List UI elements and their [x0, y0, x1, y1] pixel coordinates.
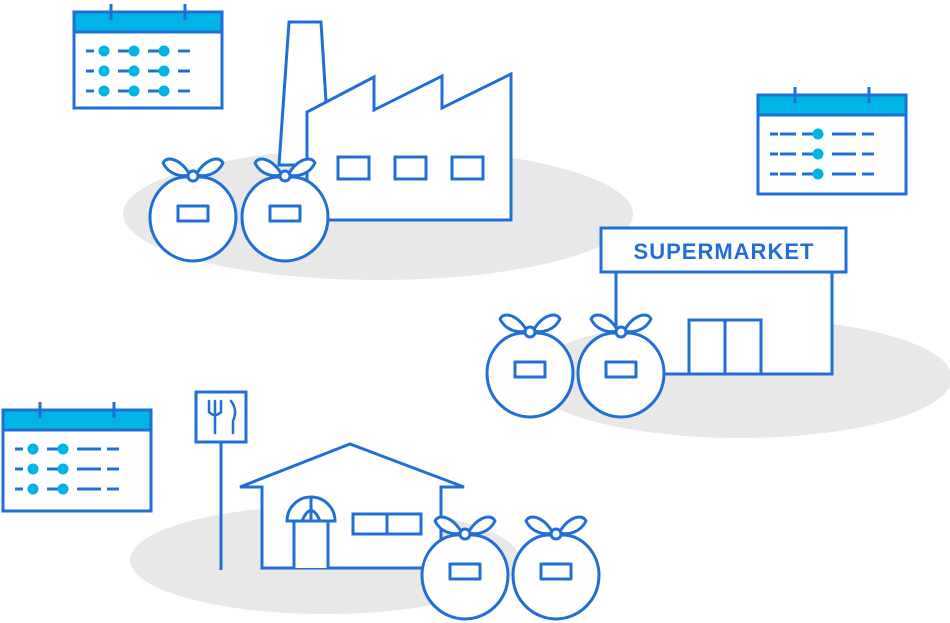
calendar-factory	[72, 4, 224, 110]
calendar-supermarket	[756, 87, 908, 196]
calendar-mark	[27, 443, 39, 455]
calendar-mark	[158, 85, 170, 97]
trash-bag	[420, 515, 510, 621]
calendar-mark	[57, 483, 69, 495]
fork-knife-icon	[207, 399, 237, 435]
trash-bag	[511, 515, 601, 621]
calendar-mark	[158, 45, 170, 57]
calendar-mark	[57, 443, 69, 455]
trash-bag	[240, 157, 330, 263]
factory-window	[393, 155, 428, 181]
calendar-mark	[128, 65, 140, 77]
calendar-mark	[158, 65, 170, 77]
factory-window	[450, 155, 485, 181]
calendar-mark	[27, 483, 39, 495]
restaurant	[194, 390, 465, 570]
supermarket-sign	[599, 226, 848, 274]
calendar-header	[72, 10, 224, 34]
restaurant-awning	[285, 495, 337, 523]
calendar-mark	[98, 45, 110, 57]
factory-window	[336, 155, 371, 181]
calendars	[1, 4, 908, 513]
factory	[277, 20, 513, 222]
calendar-mark	[812, 168, 824, 180]
trash-bag	[485, 313, 575, 419]
supermarket-sign-text: SUPERMARKET	[634, 239, 815, 264]
calendar-mark	[27, 463, 39, 475]
trash-bags	[148, 157, 666, 621]
factory-building	[305, 71, 513, 222]
calendar-mark	[812, 128, 824, 140]
trash-bag	[576, 313, 666, 419]
calendar-mark	[98, 65, 110, 77]
restaurant-sign-board	[194, 390, 248, 444]
calendar-header	[756, 93, 908, 117]
trash-bag	[148, 157, 238, 263]
calendar-mark	[128, 85, 140, 97]
calendar-mark	[57, 463, 69, 475]
calendar-header	[1, 408, 153, 432]
calendar-mark	[98, 85, 110, 97]
calendar-mark	[812, 148, 824, 160]
calendar-mark	[128, 45, 140, 57]
calendar-restaurant	[1, 402, 153, 513]
